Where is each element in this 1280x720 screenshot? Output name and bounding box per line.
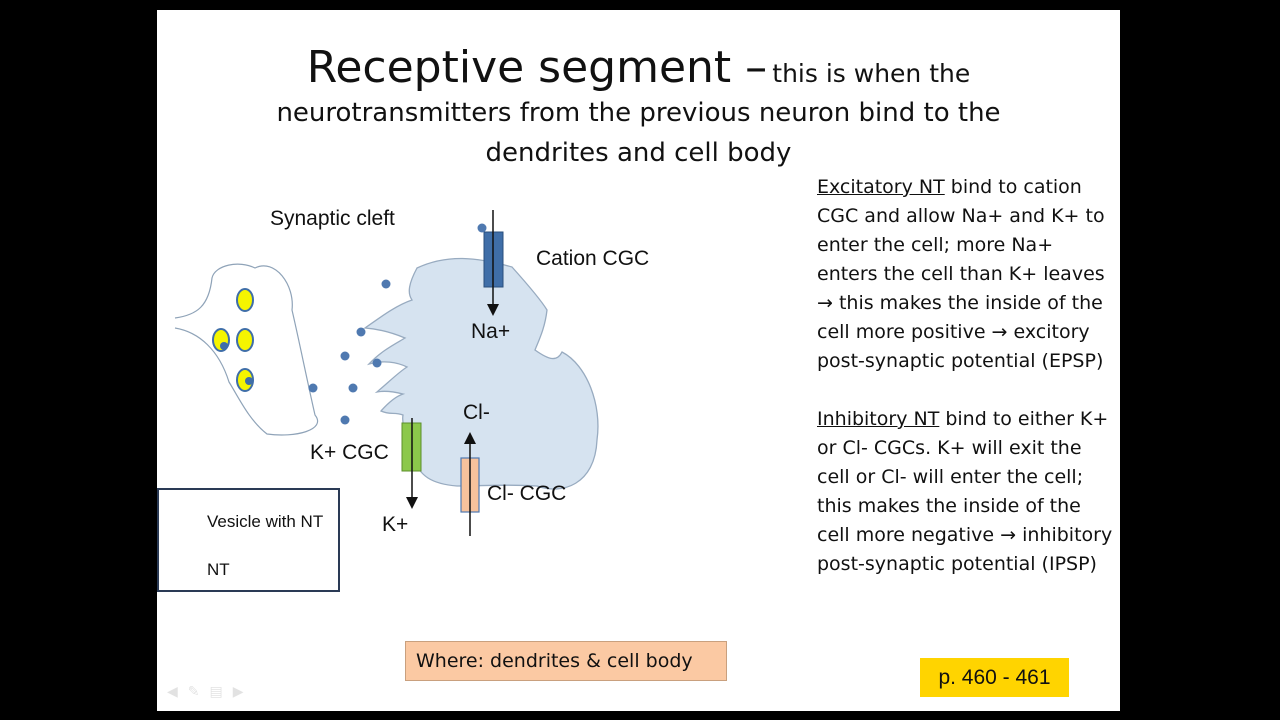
synapse-diagram (172, 210, 599, 571)
cl-label: Cl- (463, 401, 490, 424)
inhibitory-heading: Inhibitory NT (817, 408, 940, 430)
title-line-3: dendrites and cell body (485, 138, 792, 168)
cl-cgc-label: Cl- CGC (487, 482, 567, 505)
vesicle (236, 328, 254, 352)
excitatory-heading: Excitatory NT (817, 176, 945, 198)
k-cgc-label: K+ CGC (310, 441, 389, 464)
legend: Vesicle with NT NT (157, 488, 340, 592)
excitatory-paragraph: Excitatory NT bind to cation CGC and all… (817, 173, 1117, 376)
menu-icon[interactable]: ▤ (209, 684, 233, 700)
page-reference: p. 460 - 461 (920, 658, 1069, 697)
notes-panel: Excitatory NT bind to cation CGC and all… (817, 173, 1117, 579)
legend-vesicle-label: Vesicle with NT (207, 512, 324, 531)
title-tail: this is when the (772, 59, 971, 88)
synaptic-cleft-label: Synaptic cleft (270, 207, 395, 230)
na-label: Na+ (471, 320, 511, 343)
pen-icon[interactable]: ✎ (187, 684, 210, 700)
inhibitory-text: bind to either K+ or Cl- CGCs. K+ will e… (817, 408, 1113, 575)
cation-cgc-label: Cation CGC (536, 247, 650, 270)
prev-slide-icon[interactable]: ◀ (167, 684, 188, 700)
slide-nav-controls[interactable]: ◀✎▤▶ (167, 684, 254, 700)
next-slide-icon[interactable]: ▶ (232, 684, 254, 700)
inhibitory-paragraph: Inhibitory NT bind to either K+ or Cl- C… (817, 405, 1117, 579)
postsynaptic-cell (363, 257, 599, 490)
legend-nt-label: NT (207, 560, 230, 579)
k-label: K+ (382, 513, 409, 536)
slide: Receptive segment – this is when the neu… (157, 10, 1120, 711)
title-main: Receptive segment – (306, 42, 768, 93)
excitatory-text: bind to cation CGC and allow Na+ and K+ … (817, 176, 1105, 372)
title-line-2: neurotransmitters from the previous neur… (276, 98, 1001, 128)
where-box: Where: dendrites & cell body (405, 641, 727, 681)
nt-dots (308, 223, 487, 425)
slide-title: Receptive segment – this is when the (157, 42, 1120, 93)
vesicle (236, 288, 254, 312)
vesicle (212, 328, 230, 352)
vesicle (236, 368, 254, 392)
